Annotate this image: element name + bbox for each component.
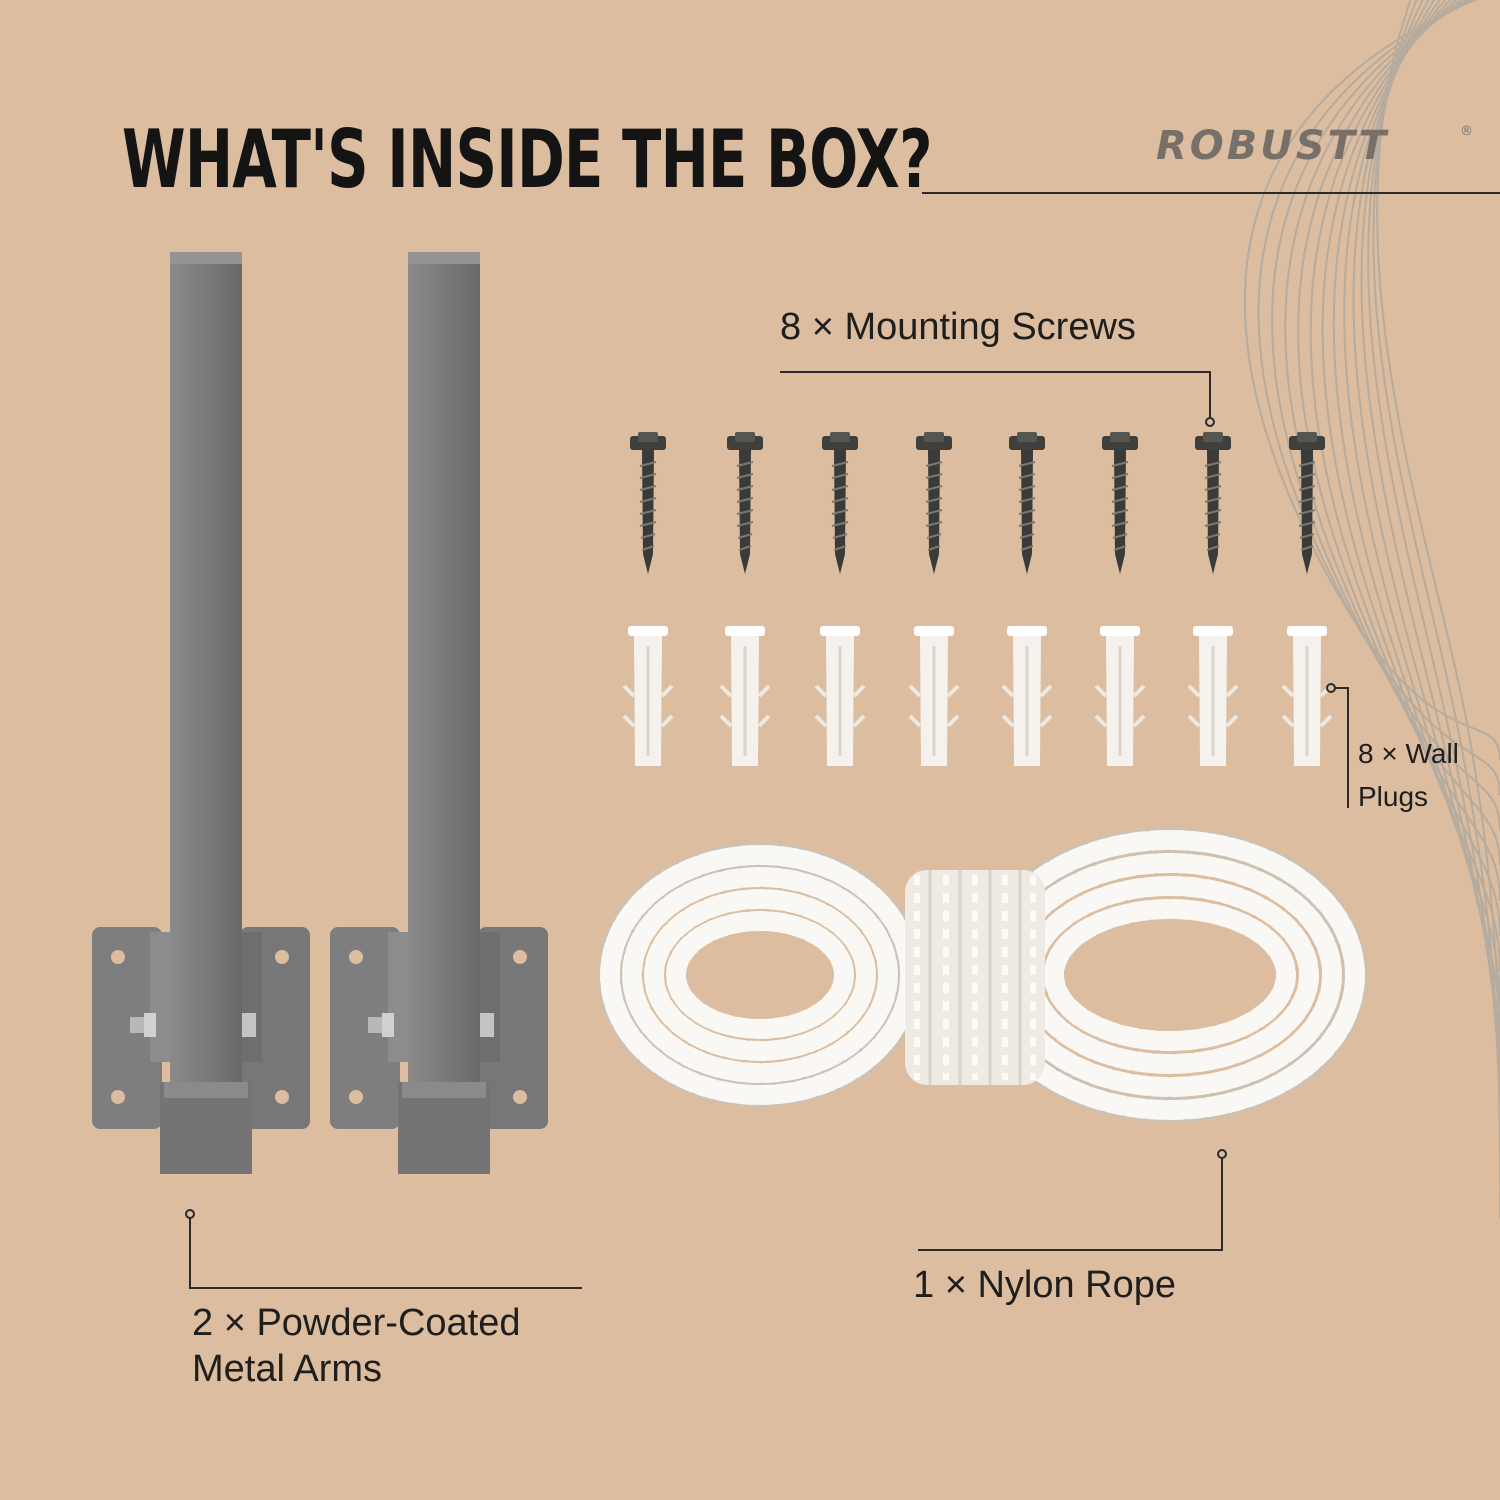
contour-line xyxy=(1297,0,1500,901)
contour-line xyxy=(1243,0,1500,761)
page-title: WHAT'S INSIDE THE BOX? xyxy=(122,113,932,206)
rope-label: 1 × Nylon Rope xyxy=(913,1264,1176,1306)
screws-label: 8 × Mounting Screws xyxy=(780,306,1136,348)
contour-line xyxy=(1372,0,1500,1183)
plugs-label-line1: 8 × Wall xyxy=(1358,738,1459,769)
contour-line xyxy=(1367,0,1500,1148)
plugs-label-line2: Plugs xyxy=(1358,781,1429,812)
registered-mark: ® xyxy=(1460,124,1473,139)
arms-label-line1: 2 × Powder-Coated xyxy=(192,1302,521,1344)
contour-line xyxy=(1376,0,1500,1218)
contour-line xyxy=(1332,0,1500,1007)
contour-line xyxy=(1284,0,1500,866)
brand-logo: ROBUSTT xyxy=(1156,123,1390,169)
arms-label-line2: Metal Arms xyxy=(192,1348,383,1390)
contour-line xyxy=(1257,0,1500,796)
